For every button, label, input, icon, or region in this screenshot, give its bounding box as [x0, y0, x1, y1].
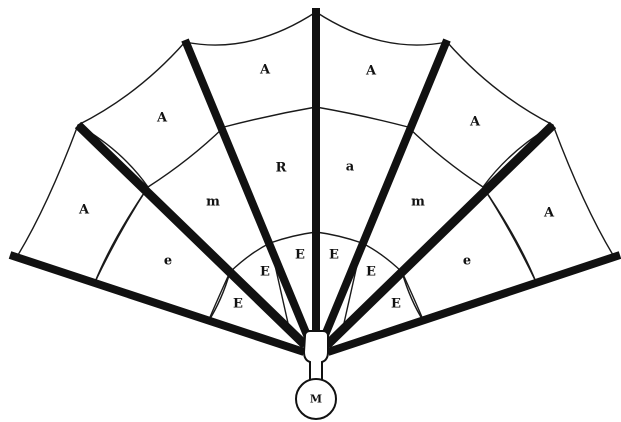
inner-cell-label-4: E	[329, 248, 339, 263]
middle-cell-label-3: R	[276, 161, 287, 176]
inner-cell-label-6: E	[391, 297, 401, 312]
outer-cell-label-2: A	[156, 111, 168, 126]
outer-cell-label-3: A	[259, 63, 271, 78]
outer-cell-label-4: A	[365, 64, 377, 79]
outer-cell-label-6: A	[543, 206, 555, 221]
divider-middle-1	[95, 187, 148, 282]
middle-cell-label-2: m	[206, 195, 220, 210]
inner-cell-label-3: E	[295, 248, 305, 263]
middle-cell-label-4: a	[346, 160, 355, 175]
divider-middle-2	[483, 187, 536, 282]
rib-5	[323, 40, 447, 340]
inner-cell-label-5: E	[366, 265, 376, 280]
fan-handle	[304, 331, 328, 382]
middle-cell-label-6: e	[463, 254, 471, 269]
middle-cell-label-1: e	[164, 254, 172, 269]
outer-cell-label-5: A	[469, 115, 481, 130]
middle-cell-label-5: m	[411, 195, 425, 210]
outer-cell-label-1: A	[78, 203, 90, 218]
inner-cell-label-1: E	[233, 297, 243, 312]
fan-pivot-label: M	[310, 393, 322, 406]
inner-cell-label-2: E	[260, 265, 270, 280]
